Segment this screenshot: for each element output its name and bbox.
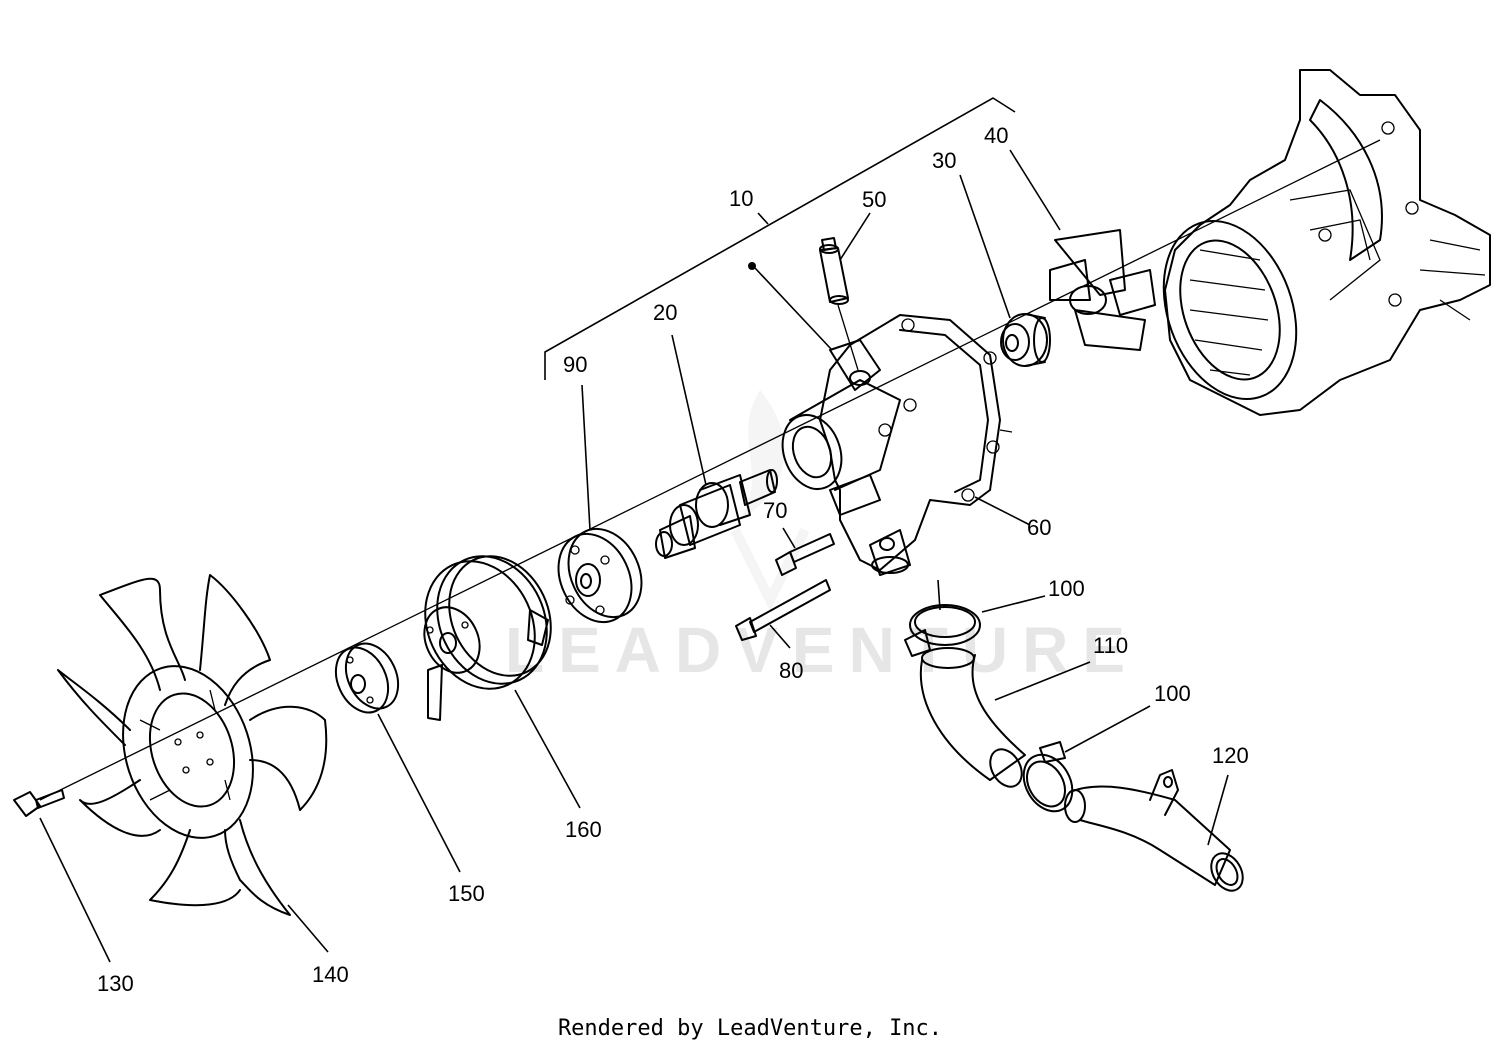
spacer-part-150 [334,642,400,714]
callout-10: 10 [729,186,753,211]
footer-credit: Rendered by LeadVenture, Inc. [557,1016,943,1041]
callout-70: 70 [763,498,787,523]
fan-part-140 [57,574,328,916]
callout-110: 110 [1093,633,1128,658]
assembly-dot [748,262,756,270]
bolt-part-80 [735,579,831,641]
callout-120: 120 [1212,743,1249,768]
callout-130: 130 [97,971,134,996]
hose-clamp-part-100-lower [1022,741,1074,813]
callout-50: 50 [862,187,886,212]
bolt-part-130 [13,789,65,817]
callout-60: 60 [1027,515,1051,540]
engine-block [1162,69,1491,416]
outlet-pipe-part-120 [1064,769,1244,892]
callout-40: 40 [984,123,1008,148]
callout-140: 140 [312,962,349,987]
pump-housing [781,314,1013,576]
callout-30: 30 [932,148,956,173]
assembly-bracket [544,97,1016,380]
callout-150: 150 [448,881,485,906]
pipe-part-50 [819,237,859,371]
impeller-part-40 [1049,229,1156,351]
hose-part-110 [919,647,1026,788]
shaft-axis-line [39,139,1381,801]
callout-90: 90 [563,352,587,377]
shaft-bearing-part-20 [655,469,778,559]
flange-hub-part-90 [557,527,643,624]
seal-part-30 [1000,313,1051,367]
callout-100-upper: 100 [1048,576,1085,601]
pulley-part-160 [423,555,552,721]
leader-lines [39,149,1229,963]
bolt-part-70 [775,533,835,576]
callout-100-lower: 100 [1154,681,1191,706]
callout-20: 20 [653,300,677,325]
callout-160: 160 [565,817,602,842]
callout-80: 80 [779,658,803,683]
watermark-text: LEADVENTURE [505,614,1139,686]
